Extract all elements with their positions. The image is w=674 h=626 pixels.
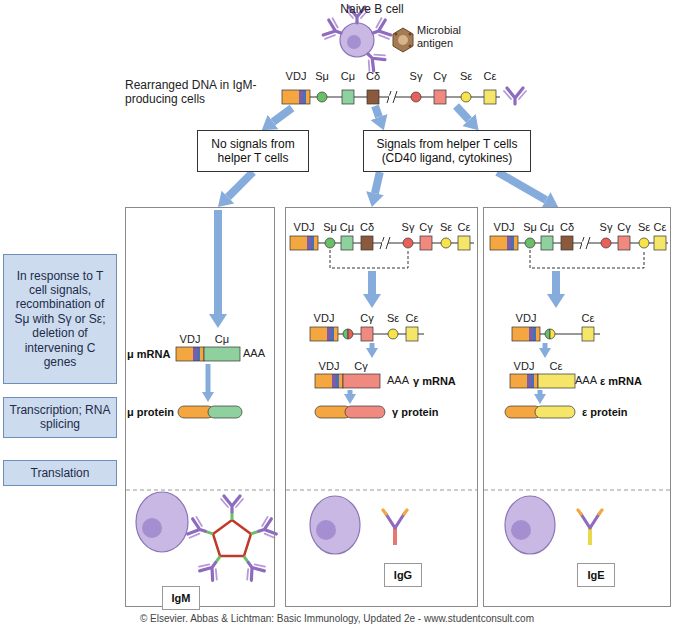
gene-segment-label: Cμ: [341, 70, 355, 83]
panel-text: ε mRNA: [600, 375, 642, 387]
panel-text: ε protein: [582, 406, 628, 418]
node-text: Translation: [31, 466, 90, 480]
gene-segment-label: Sμ: [523, 221, 537, 234]
gene-segment-label: Cδ: [560, 221, 574, 234]
isotype-label: IgE: [577, 563, 615, 587]
gene-segment-label: Cμ: [215, 333, 229, 346]
gene-segment-label: Sγ: [402, 221, 415, 234]
condition-box: Signals from helper T cells (CD40 ligand…: [363, 130, 531, 172]
panel-text: γ mRNA: [413, 375, 456, 387]
isotype-label: IgG: [384, 563, 422, 587]
gene-segment-label: VDJ: [319, 360, 340, 373]
gene-segment-label: Cε: [406, 312, 419, 325]
gene-segment-label: Cμ: [340, 221, 354, 234]
panel-text: γ protein: [392, 406, 438, 418]
outcome-panel: μ mRNA μ proteinIgM: [125, 207, 275, 607]
gene-segment-label: Cδ: [360, 221, 374, 234]
gene-segment-label: Cε: [550, 360, 563, 373]
gene-segment-label: VDJ: [516, 312, 537, 325]
gene-segment-label: VDJ: [514, 360, 535, 373]
copyright-caption: © Elsevier. Abbas & Lichtman: Basic Immu…: [140, 613, 534, 625]
gene-segment-label: Cγ: [617, 221, 630, 234]
gene-segment-label: Sε: [387, 312, 399, 325]
step-label: Translation: [3, 460, 117, 486]
gene-segment-label: Sμ: [315, 70, 329, 83]
dna-label: Rearranged DNA in IgM-producing cells: [125, 78, 270, 107]
gene-segment-label: Cε: [458, 221, 471, 234]
outcome-panel: ε mRNA ε proteinIgE: [483, 207, 671, 607]
gene-segment-label: AAA: [243, 347, 265, 360]
flow-arrow: [497, 172, 558, 208]
isotype-label: IgM: [162, 586, 200, 610]
gene-segment-label: Sγ: [410, 70, 423, 83]
gene-segment-label: Cε: [654, 221, 667, 234]
gene-segment-label: Cγ: [433, 70, 446, 83]
node-text: IgM: [172, 592, 191, 604]
step-label: In response to T cell signals, recombina…: [3, 254, 117, 384]
gene-segment-label: Cμ: [540, 221, 554, 234]
node-text: IgG: [394, 569, 412, 581]
node-text: IgE: [587, 569, 604, 581]
gene-segment-label: Cγ: [360, 312, 373, 325]
cell-label: Naive B cell: [340, 2, 403, 16]
gene-segment-label: AAA: [575, 374, 597, 387]
node-text: Transcription; RNA splicing: [9, 403, 111, 432]
flow-arrow: [218, 172, 253, 207]
gene-segment-label: Cδ: [366, 70, 380, 83]
antigen-label: Microbial antigen: [417, 24, 477, 50]
gene-segment-label: Cε: [582, 312, 595, 325]
gene-segment-label: VDJ: [494, 221, 515, 234]
panel-text: μ mRNA: [127, 348, 170, 360]
gene-segment-label: Cε: [484, 70, 497, 83]
outcome-panel: γ mRNA γ proteinIgG: [285, 207, 478, 607]
gene-segment-label: Sγ: [600, 221, 613, 234]
gene-segment-label: AAA: [387, 374, 409, 387]
gene-segment-label: Sμ: [323, 221, 337, 234]
node-text: In response to T cell signals, recombina…: [9, 269, 111, 370]
gene-segment-label: Cγ: [419, 221, 432, 234]
node-text: No signals from helper T cells: [204, 137, 302, 166]
gene-segment-label: VDJ: [180, 333, 201, 346]
gene-segment-label: Sε: [440, 221, 452, 234]
gene-segment-label: Cγ: [354, 360, 367, 373]
panel-text: μ protein: [127, 406, 174, 418]
gene-segment-label: VDJ: [286, 70, 307, 83]
node-text: Signals from helper T cells (CD40 ligand…: [370, 137, 524, 166]
condition-box: No signals from helper T cells: [197, 130, 309, 172]
gene-segment-label: VDJ: [314, 312, 335, 325]
gene-segment-label: Sε: [638, 221, 650, 234]
gene-segment-label: VDJ: [294, 221, 315, 234]
step-label: Transcription; RNA splicing: [3, 397, 117, 438]
gene-segment-label: Sε: [460, 70, 472, 83]
flow-arrow: [366, 172, 384, 207]
